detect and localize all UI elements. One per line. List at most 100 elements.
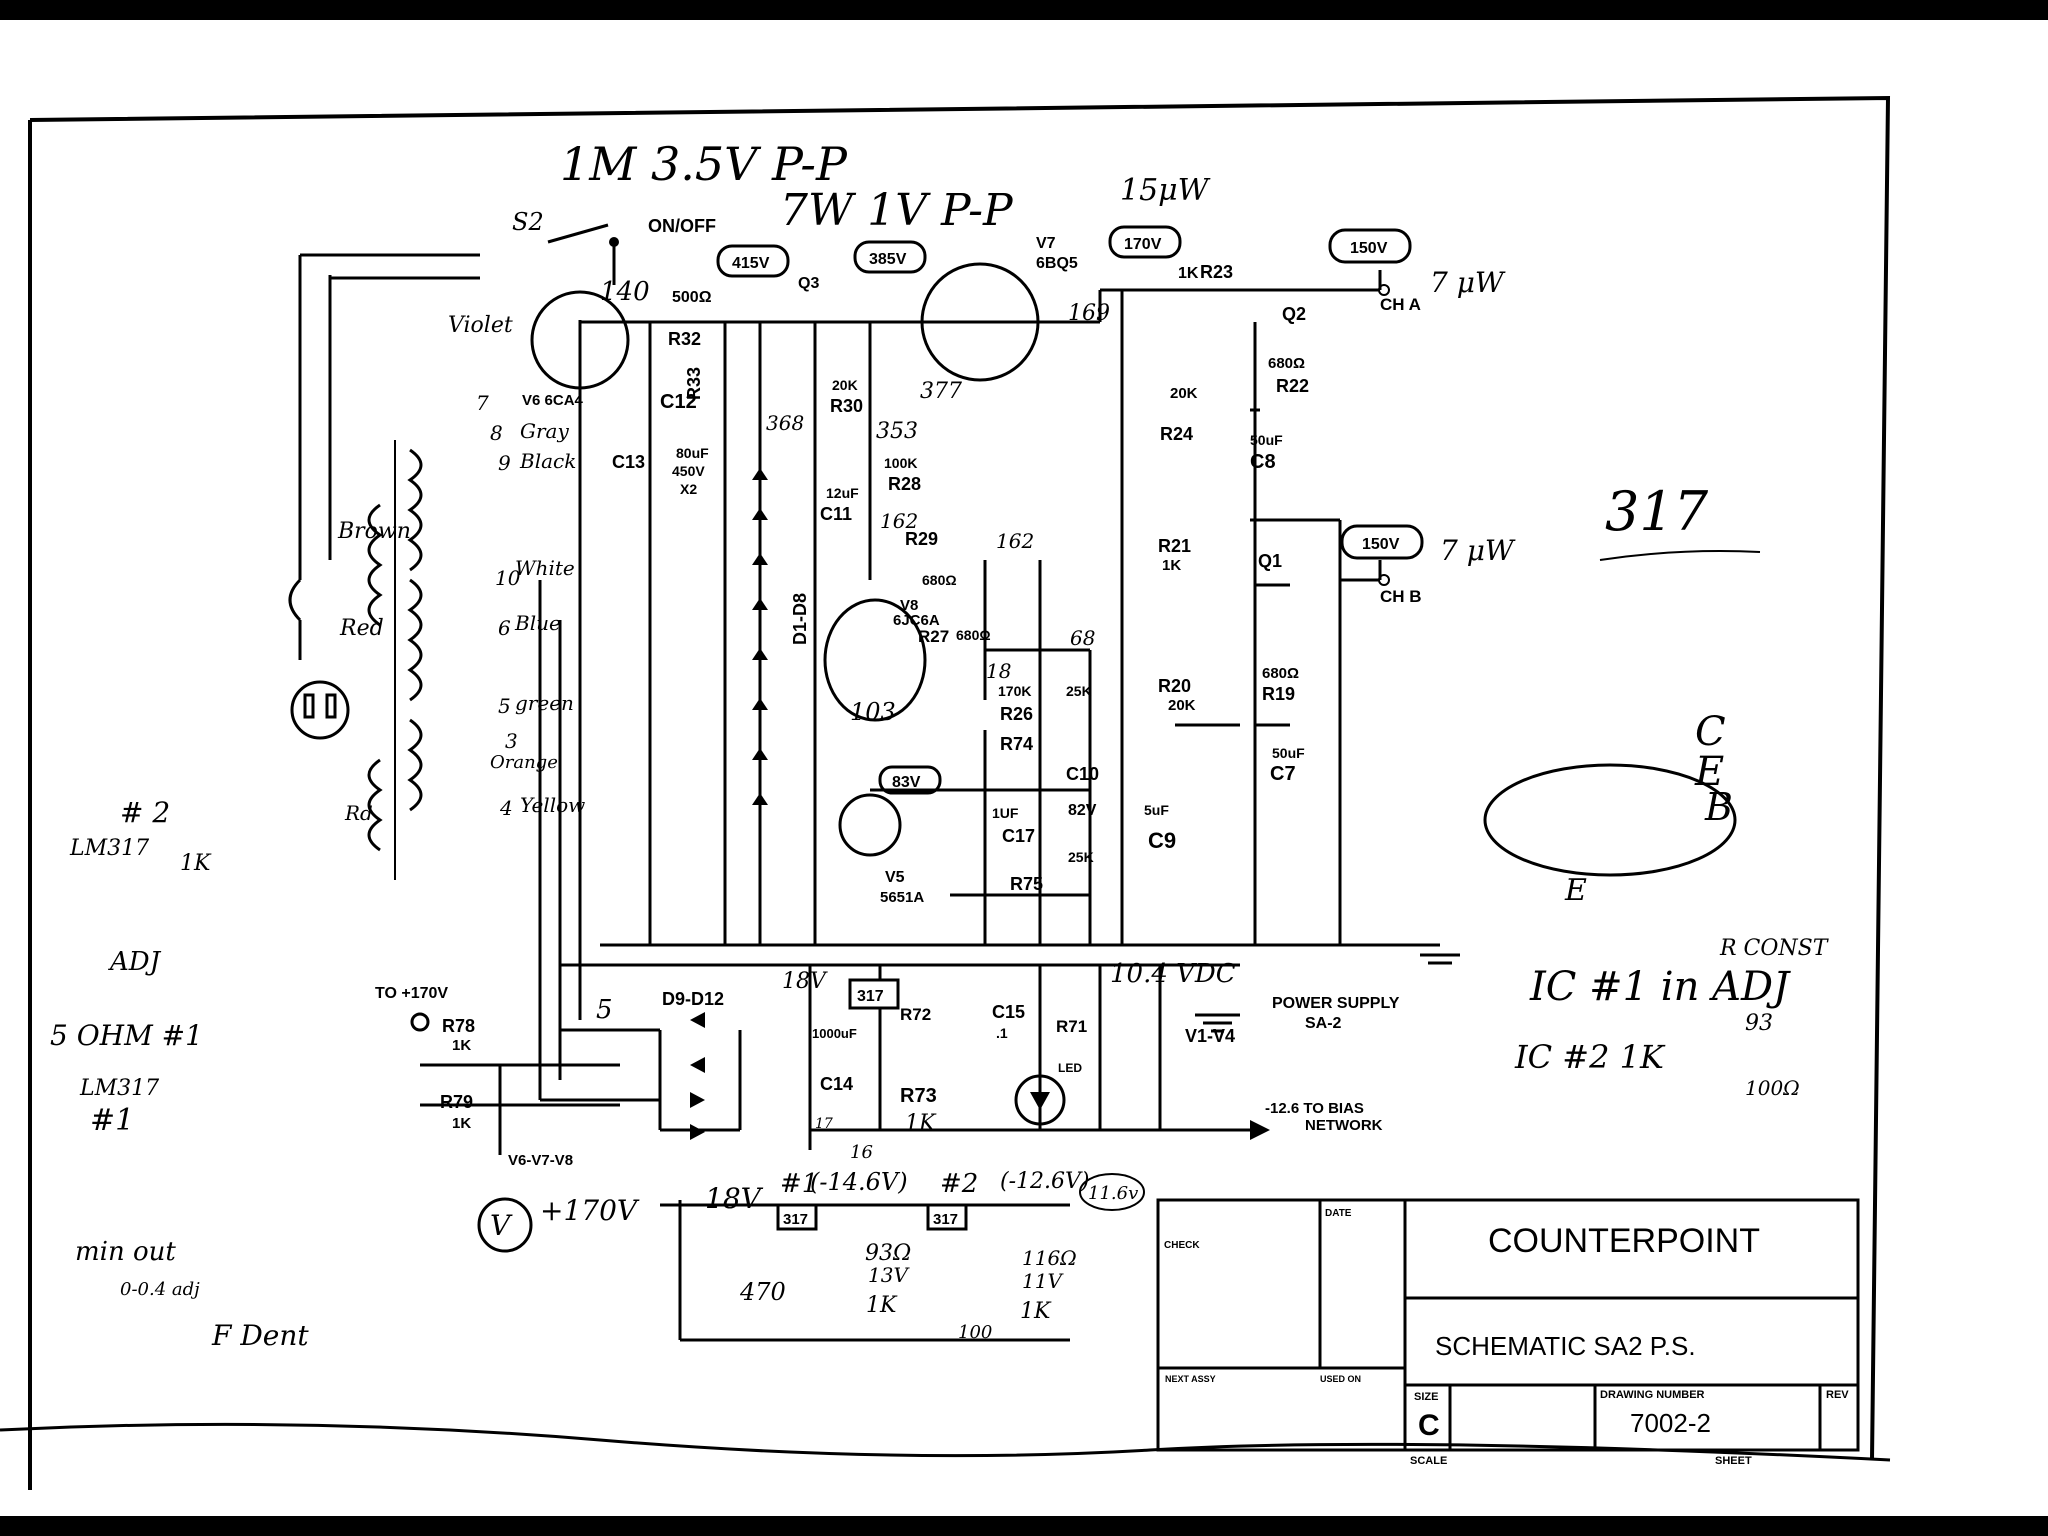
pin-5: 5	[498, 694, 511, 718]
label-r20: R20	[1158, 676, 1191, 696]
bottom-v146: (-14.6V)	[810, 1168, 908, 1196]
label-c12-val: 80uF	[676, 445, 709, 461]
terminal-170v	[410, 1012, 430, 1032]
bottom-v126: (-12.6V)	[1000, 1169, 1089, 1194]
tube-v5-ref: V5	[885, 869, 905, 886]
note-left-9: 0-0.4 adj	[120, 1279, 200, 1300]
label-r24-val: 20K	[1170, 385, 1198, 402]
node-368: 368	[766, 411, 804, 435]
label-c14: C14	[820, 1074, 853, 1094]
label-r75-val: 25K	[1068, 849, 1094, 865]
label-r19: R19	[1262, 684, 1295, 704]
label-led: LED	[1058, 1061, 1082, 1075]
title-used-on-label: USED ON	[1320, 1374, 1361, 1384]
label-r73: R73	[900, 1085, 937, 1107]
label-c7: C7	[1270, 763, 1296, 785]
node-162-a: 162	[880, 509, 918, 533]
wire-green: green	[515, 691, 574, 715]
label-c12-qty: X2	[680, 481, 697, 497]
voltmeter	[477, 1197, 533, 1253]
note-ic1: IC #1 in ADJ	[1529, 964, 1791, 1010]
label-c12-volt: 450V	[672, 463, 705, 479]
bottom-r93: 93Ω	[865, 1241, 911, 1266]
led-symbol	[1030, 1092, 1050, 1110]
wire-red: Red	[339, 616, 384, 641]
bridge-label: D9-D12	[662, 989, 724, 1009]
label-c9: C9	[1148, 828, 1176, 853]
tube-v5	[838, 793, 902, 857]
tube-v7-ref: V7	[1036, 235, 1056, 252]
label-c17-val: 1UF	[992, 805, 1019, 821]
node-377: 377	[920, 379, 962, 404]
title-drawing-number: 7002-2	[1630, 1408, 1711, 1438]
title-company: COUNTERPOINT	[1488, 1222, 1760, 1260]
note-right-underline	[1599, 550, 1761, 561]
title-drawing-title: SCHEMATIC SA2 P.S.	[1435, 1331, 1696, 1361]
title-scale-label: SCALE	[1410, 1455, 1447, 1467]
pin-7: 7	[476, 391, 489, 415]
label-r79: R79	[440, 1092, 473, 1112]
transistor-q3: Q3	[798, 275, 819, 292]
label-r26: R26	[1000, 704, 1033, 724]
switch-label: ON/OFF	[648, 216, 716, 236]
bottom-18v: 18V	[705, 1182, 764, 1215]
diode-string-d1-d8	[752, 468, 768, 805]
rail-82v: 82V	[1068, 802, 1097, 819]
note-93: 93	[1745, 1011, 1773, 1036]
bottom-ic1: #1	[780, 1169, 818, 1199]
note-left-4: ADJ	[108, 947, 162, 977]
pin-9: 9	[498, 451, 511, 475]
label-r33: R33	[684, 367, 704, 400]
rail-170v: 170V	[1124, 236, 1162, 253]
label-r23-val: 1K	[1178, 265, 1199, 282]
tube-v8	[823, 598, 927, 722]
label-c11-val: 12uF	[826, 485, 859, 501]
supply-five: 5	[596, 995, 613, 1025]
note-left-7: #1	[90, 1103, 134, 1138]
note-left-8: min out	[75, 1237, 176, 1267]
node-140: 140	[600, 277, 650, 307]
pin-10: 10	[495, 566, 521, 590]
label-c7-val: 50uF	[1272, 745, 1305, 761]
rail-415v: 415V	[732, 255, 770, 272]
note-pin-c: C	[1695, 709, 1726, 755]
regulator-317-main	[848, 978, 900, 1010]
bridge-d9-d12	[690, 1012, 705, 1140]
label-r22: R22	[1276, 376, 1309, 396]
label-r79-val: 1K	[452, 1115, 471, 1132]
regulator-317-ic1	[776, 1203, 818, 1231]
note-pin-e2: E	[1564, 873, 1587, 908]
output-chb-note: 7 μW	[1440, 534, 1516, 567]
transistor-sketch	[1483, 763, 1737, 877]
bottom-11v: 11V	[1022, 1269, 1064, 1293]
title-drawing-number-label: DRAWING NUMBER	[1600, 1389, 1705, 1401]
label-c15-val: .1	[996, 1025, 1008, 1041]
label-r28-val: 100K	[884, 455, 917, 471]
tube-v6-label: V6 6CA4	[522, 392, 584, 409]
label-r27: R27	[918, 627, 949, 646]
title-rev-label: REV	[1826, 1389, 1849, 1401]
label-r74-val: 25K	[1066, 683, 1092, 699]
label-r19-val: 680Ω	[1262, 665, 1299, 682]
pin-4: 4	[499, 796, 513, 820]
tube-v7-type: 6BQ5	[1036, 255, 1078, 272]
output-cha-note: 7 μW	[1430, 266, 1506, 299]
switch-blade	[547, 223, 609, 244]
wire-brown: Brown	[337, 519, 411, 544]
label-r72: R72	[900, 1005, 931, 1024]
note-const: R CONST	[1719, 936, 1830, 961]
label-r74: R74	[1000, 734, 1033, 754]
supply-v1-v4: V1-V4	[1185, 1026, 1235, 1046]
supply-subtitle: SA-2	[1305, 1015, 1342, 1032]
label-r75: R75	[1010, 874, 1043, 894]
wire-white: White	[515, 556, 575, 580]
label-c13: C13	[612, 452, 645, 472]
wire-violet: Violet	[448, 313, 513, 338]
node-103: 103	[850, 698, 896, 726]
output-cha-terminal	[1378, 284, 1390, 296]
title-size: C	[1418, 1409, 1440, 1442]
label-c15: C15	[992, 1002, 1025, 1022]
note-left-5: 5 OHM #1	[50, 1019, 203, 1052]
switch-ref: S2	[512, 208, 544, 236]
supply-heaters: V6-V7-V8	[508, 1152, 573, 1169]
